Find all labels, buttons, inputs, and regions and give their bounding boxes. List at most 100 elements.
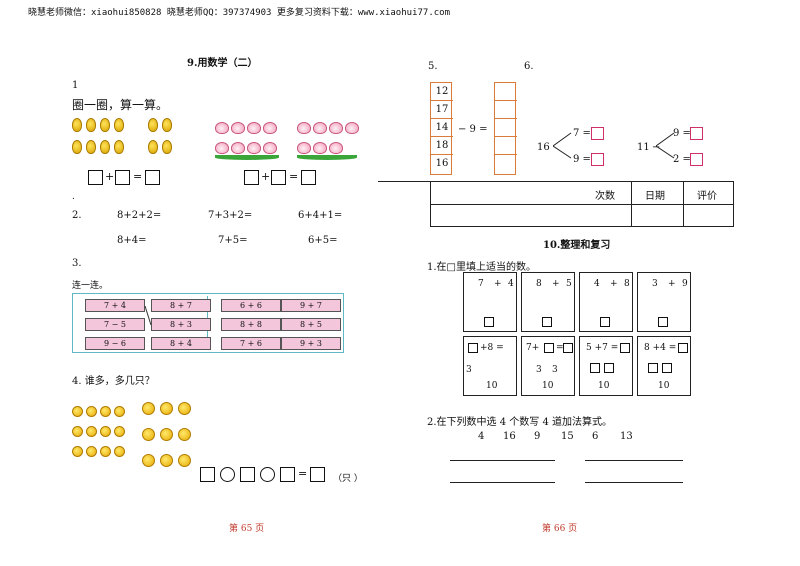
number-cell: 18: [431, 137, 453, 155]
answer-cell[interactable]: [495, 101, 517, 119]
answer-box[interactable]: [542, 317, 552, 327]
peach-icon: [215, 122, 229, 134]
match-card[interactable]: 9 + 3: [281, 337, 341, 350]
peach-icon: [247, 122, 261, 134]
answer-box[interactable]: [240, 467, 255, 482]
equals-sign: =: [289, 170, 299, 183]
q1-dot: .: [72, 192, 75, 202]
answer-box[interactable]: [620, 343, 630, 353]
answer-box[interactable]: [648, 363, 658, 373]
q2-expr: 6+5=: [308, 235, 338, 246]
candidate-number: 15: [561, 431, 574, 442]
branch-bottom: 9 =: [573, 154, 591, 165]
answer-box[interactable]: [590, 363, 600, 373]
candidate-number: 13: [620, 431, 633, 442]
answer-box[interactable]: [690, 127, 703, 140]
match-card[interactable]: 7 + 4: [85, 299, 145, 312]
q2-expr: 7+3+2=: [208, 210, 253, 221]
answer-box[interactable]: [604, 363, 614, 373]
figure-expr: +8 =: [480, 343, 504, 353]
duck-icon: [178, 428, 191, 441]
answer-box[interactable]: [145, 170, 160, 185]
answer-cell[interactable]: [495, 155, 517, 173]
chick-icon: [72, 446, 83, 457]
peach-icon: [329, 142, 343, 154]
left-section-title: 9.用数学（二）: [187, 58, 258, 69]
answer-box[interactable]: [468, 343, 478, 353]
matching-panel: 7 + 4 7 − 5 9 − 6 8 + 7 8 + 3 8 + 4 6 + …: [72, 293, 344, 353]
pear-icon: [148, 118, 158, 132]
q2-number: 2.: [72, 210, 82, 221]
figure-term: 8: [624, 279, 630, 289]
table-col-divider: [631, 182, 632, 226]
pear-icon: [114, 140, 124, 154]
pear-icon: [100, 118, 110, 132]
match-card[interactable]: 7 − 5: [85, 318, 145, 331]
match-card[interactable]: 8 + 5: [281, 318, 341, 331]
match-card[interactable]: 6 + 6: [221, 299, 281, 312]
answer-box[interactable]: [271, 170, 286, 185]
chick-icon: [72, 406, 83, 417]
answer-box[interactable]: [301, 170, 316, 185]
match-line: [144, 305, 152, 326]
figure-term: 5: [566, 279, 572, 289]
match-card[interactable]: 8 + 8: [221, 318, 281, 331]
pear-icon: [72, 118, 82, 132]
chick-icon: [114, 426, 125, 437]
divider-line: [378, 181, 430, 182]
figure-op: +: [494, 279, 502, 289]
answer-box[interactable]: [658, 317, 668, 327]
figure-total: 10: [542, 381, 554, 391]
answer-cell[interactable]: [495, 83, 517, 101]
answer-box[interactable]: [563, 343, 573, 353]
operator-circle[interactable]: [260, 467, 275, 482]
branch-bottom: 2 =: [673, 154, 691, 165]
leaf-icon: [215, 155, 279, 160]
branch-dash: −: [652, 142, 661, 153]
answer-box[interactable]: [244, 170, 259, 185]
answer-box[interactable]: [280, 467, 295, 482]
answer-box[interactable]: [544, 343, 554, 353]
match-card[interactable]: 8 + 7: [151, 299, 211, 312]
answer-cell[interactable]: [495, 119, 517, 137]
match-card[interactable]: 9 + 7: [281, 299, 341, 312]
answer-box[interactable]: [600, 317, 610, 327]
equals-sign: =: [298, 467, 308, 480]
pear-group: [72, 118, 187, 158]
match-card[interactable]: 8 + 3: [151, 318, 211, 331]
answer-box[interactable]: [88, 170, 103, 185]
answer-line[interactable]: [585, 460, 683, 461]
chick-group: [72, 400, 192, 480]
answer-box[interactable]: [662, 363, 672, 373]
answer-line[interactable]: [450, 482, 555, 483]
equals-sign: =: [556, 343, 564, 353]
match-card[interactable]: 7 + 6: [221, 337, 281, 350]
figure-op: +: [668, 279, 676, 289]
s2-instruction: 2.在下列数中选 4 个数写 4 道加法算式。: [427, 417, 612, 428]
answer-line[interactable]: [585, 482, 683, 483]
answer-box[interactable]: [591, 153, 604, 166]
peach-icon: [231, 142, 245, 154]
duck-icon: [142, 454, 155, 467]
table-row-divider: [431, 204, 733, 205]
answer-cell[interactable]: [495, 137, 517, 155]
q2-expr: 8+2+2=: [117, 210, 162, 221]
answer-box[interactable]: [591, 127, 604, 140]
answer-box[interactable]: [678, 343, 688, 353]
answer-line[interactable]: [450, 460, 555, 461]
answer-box[interactable]: [310, 467, 325, 482]
figure-term: 4: [508, 279, 514, 289]
match-card[interactable]: 8 + 4: [151, 337, 211, 350]
match-card[interactable]: 9 − 6: [85, 337, 145, 350]
operator-circle[interactable]: [220, 467, 235, 482]
answer-box[interactable]: [484, 317, 494, 327]
q1-number: 1: [72, 80, 79, 91]
answer-box[interactable]: [115, 170, 130, 185]
answer-box[interactable]: [690, 153, 703, 166]
left-page-footer: 第 65 页: [229, 524, 265, 534]
answer-box[interactable]: [200, 467, 215, 482]
plus-sign: +: [105, 170, 115, 183]
figure-term: 3: [536, 365, 542, 375]
q4-title: 4. 谁多，多几只？: [72, 376, 155, 387]
table-header: 日期: [645, 191, 665, 202]
